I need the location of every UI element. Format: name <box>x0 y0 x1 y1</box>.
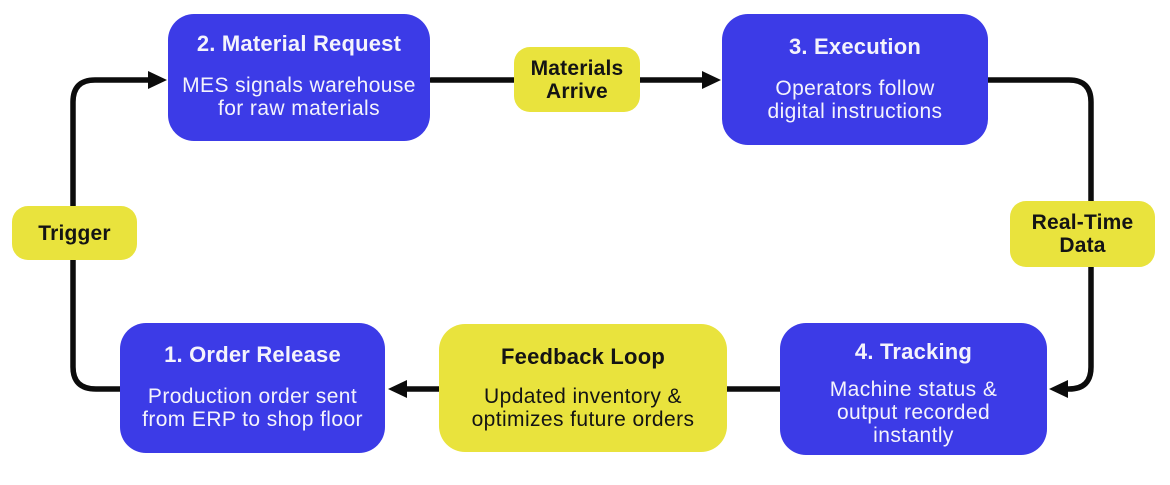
feedback-loop-node: Feedback Loop Updated inventory & optimi… <box>439 324 727 452</box>
step-title: 1. Order Release <box>164 342 341 367</box>
step-title: 2. Material Request <box>196 31 402 56</box>
edge-label-text: Materials Arrive <box>530 56 624 103</box>
edge-label-text: Trigger <box>38 221 111 245</box>
step-description: Operators follow digital instructions <box>767 77 943 123</box>
step-title: 3. Execution <box>789 34 921 59</box>
step-node-execution: 3. Execution Operators follow digital in… <box>722 14 988 145</box>
arrowhead-into-step2 <box>148 71 167 89</box>
step-node-tracking: 4. Tracking Machine status & output reco… <box>780 323 1047 455</box>
feedback-description: Updated inventory & optimizes future ord… <box>471 385 695 431</box>
edge-label-text: Real-Time Data <box>1031 211 1134 257</box>
step-description: Production order sent from ERP to shop f… <box>142 385 363 431</box>
edge-label-real-time-data: Real-Time Data <box>1010 201 1155 267</box>
step-description: Machine status & output recorded instant… <box>829 378 998 447</box>
step-node-order-release: 1. Order Release Production order sent f… <box>120 323 385 453</box>
arrowhead-into-step1 <box>388 380 407 398</box>
arrowhead-into-step3 <box>702 71 721 89</box>
feedback-title: Feedback Loop <box>501 344 665 369</box>
edge-label-materials-arrive: Materials Arrive <box>514 47 640 112</box>
arrowhead-into-step4 <box>1049 380 1068 398</box>
step-title: 4. Tracking <box>854 339 973 364</box>
step-description: MES signals warehouse for raw materials <box>182 74 416 120</box>
edge-label-trigger: Trigger <box>12 206 137 260</box>
step-node-material-request: 2. Material Request MES signals warehous… <box>168 14 430 141</box>
